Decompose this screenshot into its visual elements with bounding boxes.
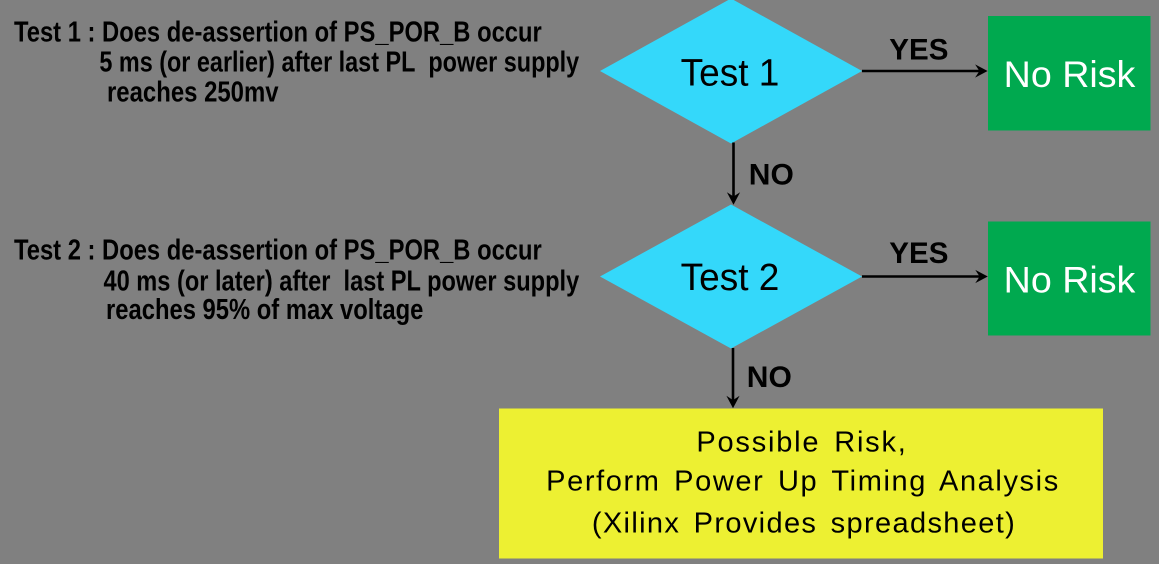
svg-text:No Risk: No Risk <box>1004 259 1136 301</box>
svg-text:YES: YES <box>889 237 948 270</box>
svg-text:40 ms (or later) after last P: 40 ms (or later) after last PL power sup… <box>104 264 580 297</box>
svg-text:Test 1: Test 1 <box>681 51 780 94</box>
svg-text:Test 2: Test 2 <box>681 255 780 298</box>
svg-text:Perform Power Up Timing Analys: Perform Power Up Timing Analysis <box>546 466 1060 498</box>
svg-text:Test 2 : Does de-assertion of: Test 2 : Does de-assertion of PS_POR_B o… <box>14 233 542 266</box>
svg-text:Possible Risk,: Possible Risk, <box>696 427 907 459</box>
svg-text:reaches 95% of max voltage: reaches 95% of max voltage <box>106 293 423 326</box>
svg-text:YES: YES <box>889 33 948 66</box>
svg-text:reaches 250mv: reaches 250mv <box>107 75 279 108</box>
svg-text:Test 1 : Does de-assertion of: Test 1 : Does de-assertion of PS_POR_B o… <box>14 15 542 48</box>
svg-text:NO: NO <box>747 361 792 394</box>
svg-text:NO: NO <box>749 158 794 191</box>
svg-text:5 ms (or earlier) after last P: 5 ms (or earlier) after last PL power su… <box>99 45 579 78</box>
svg-text:No Risk: No Risk <box>1004 53 1136 95</box>
svg-text:(Xilinx Provides spreadsheet): (Xilinx Provides spreadsheet) <box>592 507 1016 539</box>
